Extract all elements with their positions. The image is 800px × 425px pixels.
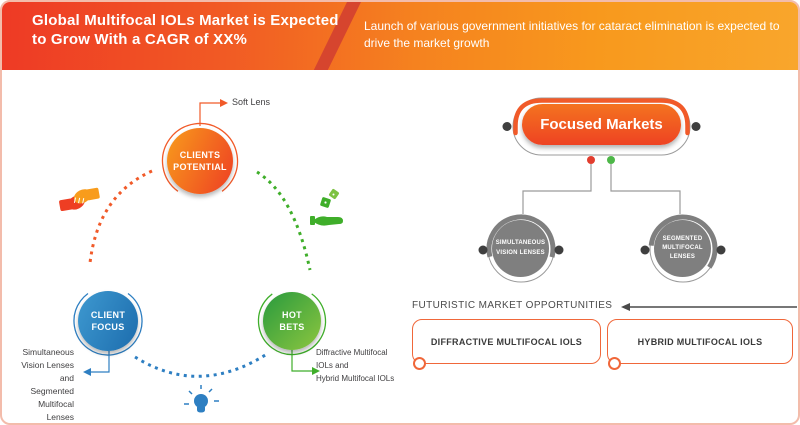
blue-dotted-arc <box>134 352 268 378</box>
callout-soft-lens: Soft Lens <box>232 97 271 107</box>
opportunities-heading: FUTURISTIC MARKET OPPORTUNITIES <box>412 300 613 311</box>
handshake-icon <box>59 187 100 212</box>
opportunity-box-hybrid: HYBRID MULTIFOCAL IOLS <box>607 319 793 364</box>
soft-lens-arrowhead <box>220 99 228 107</box>
box-corner-dot <box>413 357 426 370</box>
callout-hot-bets: Diffractive Multifocal IOLs and Hybrid M… <box>316 348 395 383</box>
client-focus-arrowhead <box>83 368 91 376</box>
green-dotted-arc <box>256 170 312 271</box>
page-title: Global Multifocal IOLs Market is Expecte… <box>32 12 339 48</box>
hot-bets-connector <box>291 350 312 372</box>
orange-dotted-arc <box>88 169 153 264</box>
node-client-focus: CLIENT FOCUS <box>78 291 138 351</box>
anchor-dot <box>554 245 564 255</box>
right-branch-line <box>610 164 681 214</box>
subcircle-segmented-multifocal-lenses: SEGMENTED MULTIFOCAL LENSES <box>654 220 711 277</box>
node-label: HOT BETS <box>279 309 305 332</box>
subcircle-label: SEGMENTED MULTIFOCAL LENSES <box>662 235 703 261</box>
node-hot-bets: HOT BETS <box>263 292 321 350</box>
lightbulb-icon <box>184 385 219 413</box>
anchor-dot <box>640 245 650 255</box>
right-anchor-dot <box>691 122 701 131</box>
left-anchor-dot <box>502 122 512 131</box>
opportunity-label: HYBRID MULTIFOCAL IOLS <box>637 336 763 347</box>
left-branch-line <box>522 164 592 214</box>
soft-lens-connector <box>199 102 220 126</box>
subcircle-label: SIMULTANEOUS VISION LENSES <box>495 240 546 256</box>
green-marker-dot <box>607 156 615 164</box>
header-banner: Global Multifocal IOLs Market is Expecte… <box>2 2 798 70</box>
opportunity-label: DIFFRACTIVE MULTIFOCAL IOLS <box>430 336 583 347</box>
box-corner-dot <box>608 357 621 370</box>
focused-markets-title: Focused Markets <box>540 116 663 133</box>
subcircle-simultaneous-vision-lenses: SIMULTANEOUS VISION LENSES <box>492 220 549 277</box>
client-focus-connector <box>91 351 110 373</box>
node-label: CLIENTS POTENTIAL <box>173 149 227 172</box>
callout-client-focus: Simultaneous Vision Lenses and Segmented… <box>21 347 74 422</box>
heading-arrowhead <box>621 303 630 311</box>
anchor-dot <box>478 245 488 255</box>
node-clients-potential: CLIENTS POTENTIAL <box>167 128 233 194</box>
red-marker-dot <box>587 156 595 164</box>
opportunity-box-diffractive: DIFFRACTIVE MULTIFOCAL IOLS <box>412 319 601 364</box>
anchor-dot <box>716 245 726 255</box>
money-in-hand-icon <box>310 189 343 226</box>
banner-subtitle: Launch of various government initiatives… <box>364 19 780 50</box>
focused-markets-pill: Focused Markets <box>522 104 681 145</box>
node-label: CLIENT FOCUS <box>90 309 126 332</box>
